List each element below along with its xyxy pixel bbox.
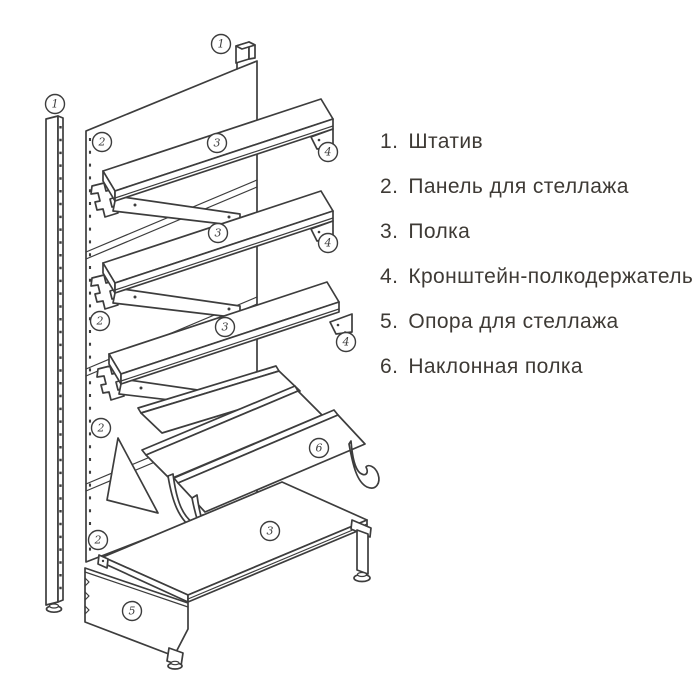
rear-post-cap-top [235,41,256,50]
legend-item-tripod: 1. Штатив [380,129,693,154]
base-support-foot-top [170,660,180,666]
callout-circle [91,131,113,153]
callout-number: 4 [324,146,332,159]
base-support-edge-notches [84,577,90,615]
callout-number: 1 [52,98,59,111]
callout-circle [335,331,357,353]
callout-circle [308,437,330,459]
legend-item-panel: 2. Панель для стеллажа [380,174,693,199]
legend-marker: 1. [380,130,399,153]
legend-item-shelf: 3. Полка [380,219,693,244]
callout-number: 3 [215,227,222,240]
callout-panel-b: 2 [89,310,111,332]
parts-legend: 1. Штатив 2. Панель для стеллажа 3. Полка 4… [380,129,693,399]
post-front-face [45,115,59,606]
bottom-shelf [97,481,372,603]
bottom-shelf-clip-hole [101,559,105,563]
inclined-curl-right [348,440,380,489]
callout-circle [87,529,109,551]
callout-number: 3 [214,137,221,150]
callout-number: 2 [97,422,105,435]
callout-number: 1 [218,38,225,51]
callout-circle [90,417,112,439]
post-side-face [57,115,64,603]
callout-panel-c: 2 [90,417,112,439]
tripod-post-rear-top [235,41,256,70]
callout-number: 2 [98,136,106,149]
post-foot-top [48,603,60,609]
callout-panel-d: 2 [87,529,109,551]
base-support-top-line [84,571,189,608]
callout-circle [210,33,232,55]
legend-label: Наклонная полка [408,355,584,378]
legend-marker: 6. [380,355,399,378]
legend-item-base: 5. Опора для стеллажа [380,309,693,334]
inclined-side-panel [106,437,159,514]
callout-tripod-b: 1 [210,33,232,55]
callout-circle [207,222,229,244]
callout-shelf-a: 3 [206,132,228,154]
callout-number: 4 [342,336,350,349]
bottom-shelf-band-line [187,523,368,600]
legend-item-inclined-shelf: 6. Наклонная полка [380,354,693,379]
callout-shelf-d: 3 [259,520,281,542]
legend-marker: 4. [380,265,399,288]
callout-number: 4 [324,237,332,250]
callout-number: 3 [222,321,229,334]
callout-number: 6 [316,442,323,455]
callout-circle [317,141,339,163]
callout-number: 5 [129,605,136,618]
callout-inclined-shelf: 6 [308,437,330,459]
bottom-shelf-foot-top [356,571,368,578]
callout-number: 3 [267,525,274,538]
callout-circle [214,316,236,338]
legend-marker: 2. [380,175,399,198]
callout-circle [121,600,143,622]
callout-circle [259,520,281,542]
callout-circle [89,310,111,332]
callout-bracket-c: 4 [335,331,357,353]
tripod-post-left [45,115,64,614]
callout-panel-a: 2 [91,131,113,153]
legend-marker: 3. [380,220,399,243]
callout-tripod-a: 1 [44,93,66,115]
legend-label: Панель для стеллажа [408,175,629,198]
legend-label: Кронштейн-полкодержатель [408,265,694,288]
callout-bracket-b: 4 [317,232,339,254]
callout-base-support: 5 [121,600,143,622]
legend-label: Опора для стеллажа [408,310,619,333]
callout-bracket-a: 4 [317,141,339,163]
bottom-shelf-leg [356,529,369,575]
callout-shelf-c: 3 [214,316,236,338]
callout-number: 2 [94,534,102,547]
callout-number: 2 [96,315,104,328]
callout-shelf-b: 3 [207,222,229,244]
inclined-slat-back-face [140,370,301,434]
legend-label: Полка [408,220,471,243]
callout-circle [44,93,66,115]
legend-marker: 5. [380,310,399,333]
callout-circle [317,232,339,254]
legend-label: Штатив [408,130,484,153]
callout-circle [206,132,228,154]
legend-item-bracket: 4. Кронштейн-полкодержатель [380,264,693,289]
